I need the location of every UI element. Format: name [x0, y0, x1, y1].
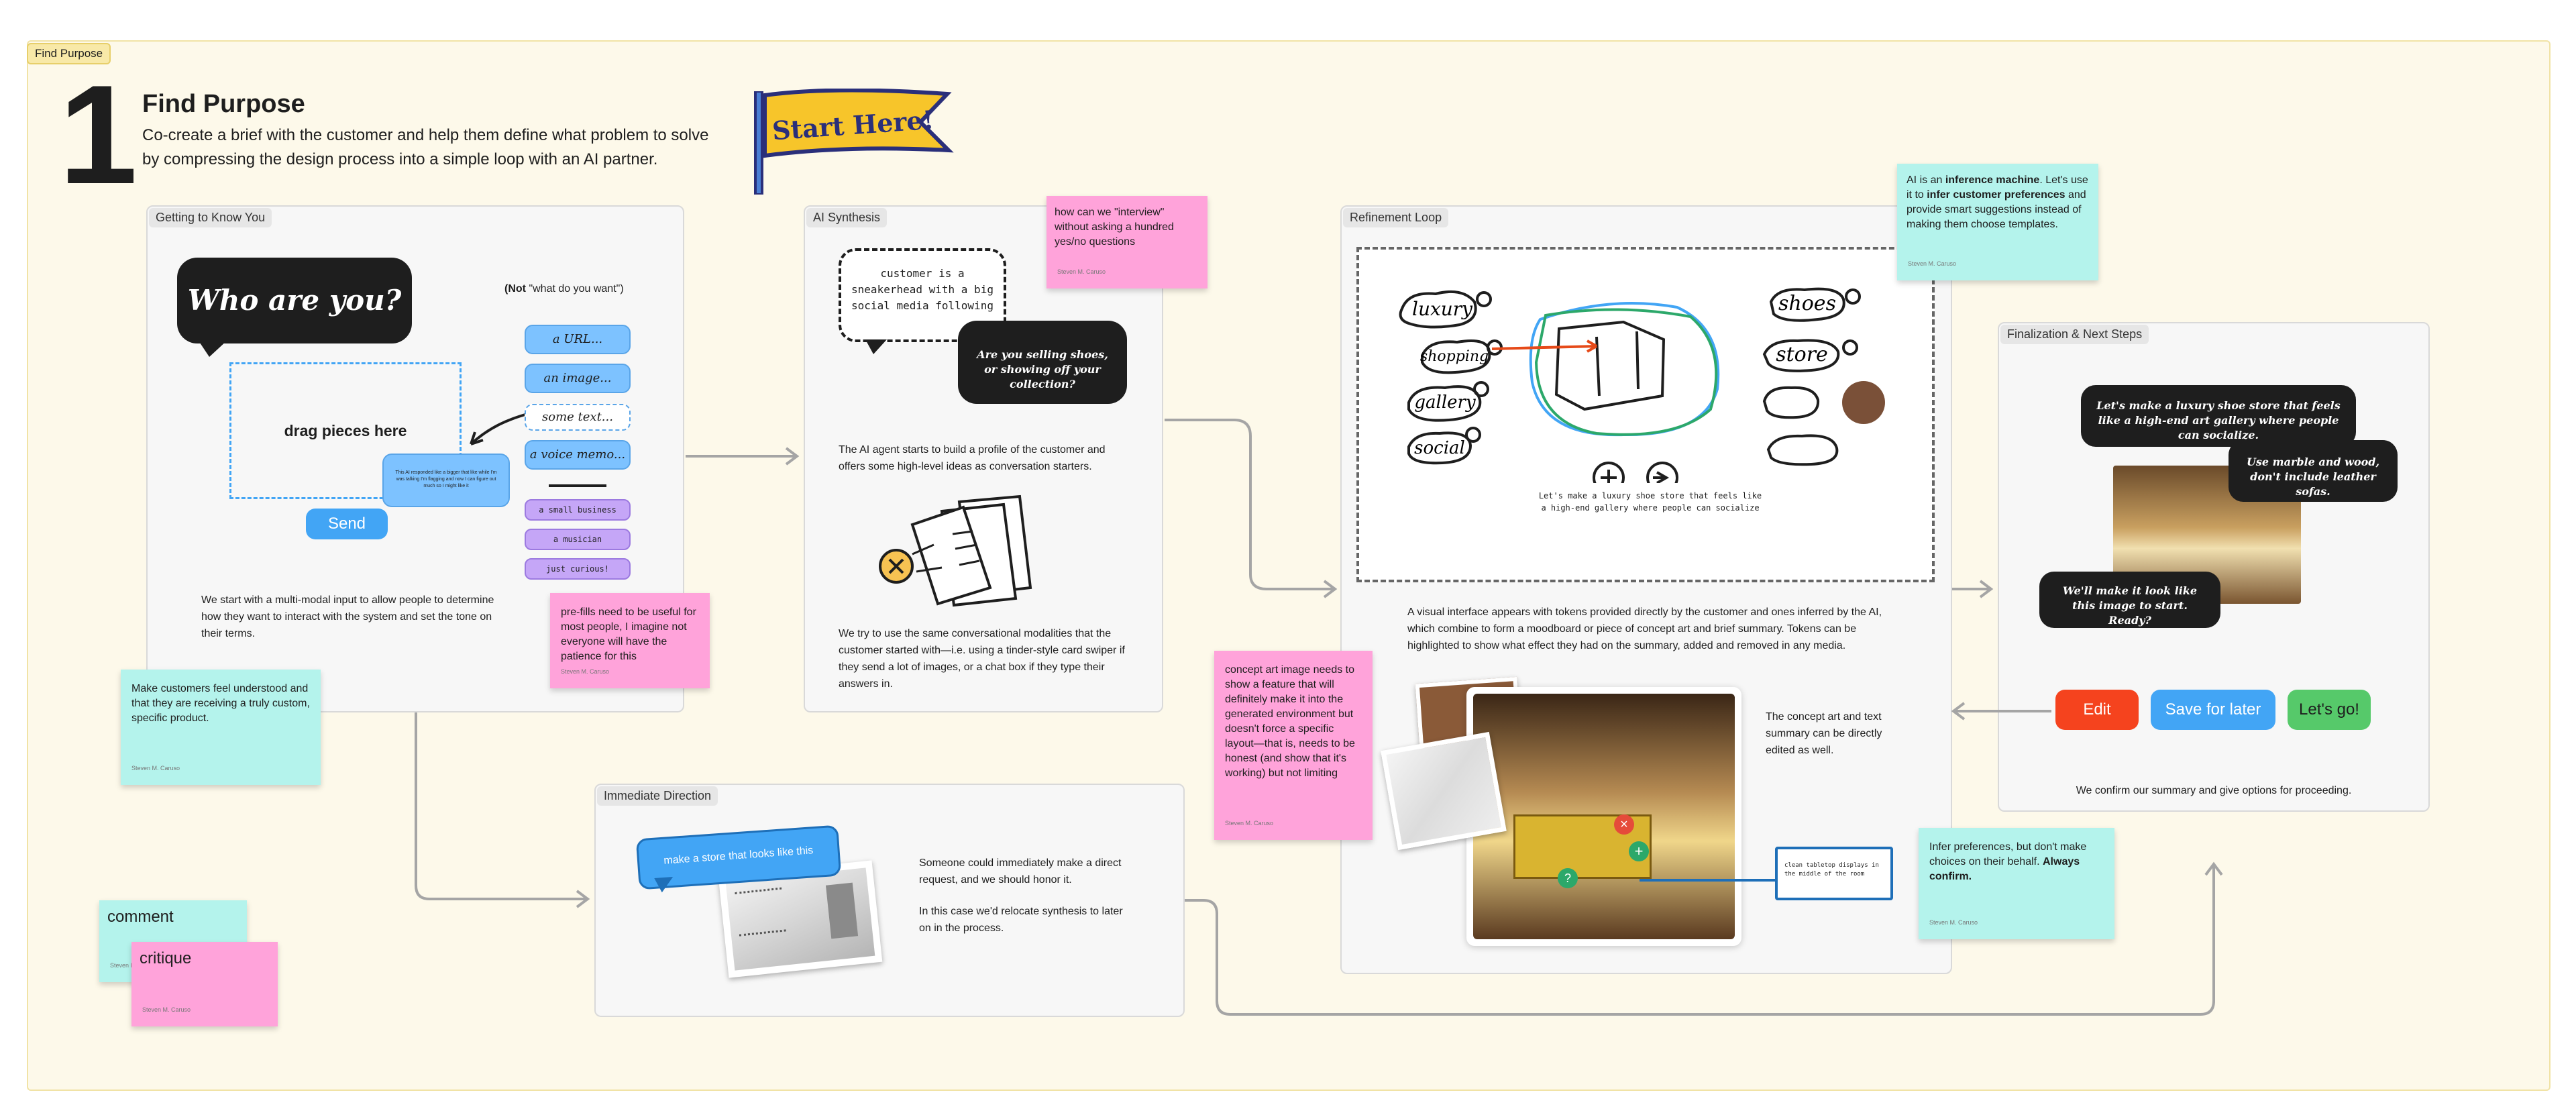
bubble-tail [199, 341, 227, 357]
save-for-later-button[interactable]: Save for later [2151, 690, 2275, 730]
svg-text:shopping: shopping [1420, 348, 1489, 365]
sticky-infer[interactable]: Infer preferences, but don't make choice… [1919, 828, 2114, 939]
synthesis-description-1: The AI agent starts to build a profile o… [839, 444, 1106, 472]
voice-memo-card[interactable]: This AI responded like a bigger that lik… [382, 454, 510, 507]
chip-musician[interactable]: a musician [525, 529, 631, 550]
sticky-inference[interactable]: AI is an inference machine. Let's use it… [1897, 164, 2098, 280]
page-title: Find Purpose [142, 90, 305, 118]
page-description: Co-create a brief with the customer and … [142, 126, 709, 168]
edit-button[interactable]: Edit [2055, 690, 2139, 730]
moodboard-sketch: luxury shopping gallery social shoes sto… [1399, 287, 1885, 483]
svg-text:gallery: gallery [1414, 392, 1476, 413]
card-swiper-sketch-icon [879, 494, 1032, 607]
svg-text:luxury: luxury [1412, 298, 1473, 320]
chip-voice-memo[interactable]: a voice memo... [525, 440, 631, 470]
sticky-critique[interactable]: critique Steven M. Caruso [131, 942, 278, 1026]
question-icon[interactable]: ? [1558, 868, 1578, 888]
remove-token-icon[interactable]: × [1614, 814, 1634, 835]
drop-zone-label: drag pieces here [284, 422, 407, 439]
panel-immediate-direction [594, 784, 1185, 1017]
sticky-text: AI is an inference machine. Let's use it… [1907, 174, 2088, 230]
flag-icon: Start Here! [754, 88, 954, 195]
getting-description: We start with a multi-modal input to all… [201, 594, 494, 639]
callout-line [1640, 879, 1782, 882]
sticky-author: Steven M. Caruso [561, 668, 610, 675]
final-description: We confirm our summary and give options … [2076, 785, 2352, 796]
callout-box[interactable]: clean tabletop displays in the middle of… [1775, 847, 1893, 900]
sticky-interview[interactable]: how can we "interview" without asking a … [1046, 196, 1208, 288]
who-are-you-bubble: Who are you? [177, 258, 412, 343]
summary-bubble-2: Use marble and wood, don't include leath… [2229, 440, 2398, 502]
sticky-text: Make customers feel understood and that … [131, 683, 310, 724]
sticky-text: Infer preferences, but don't make choice… [1929, 841, 2087, 882]
summary-bubble-1: Let's make a luxury shoe store that feel… [2081, 385, 2356, 447]
sticky-author: Steven M. Caruso [1225, 820, 1274, 827]
section-label[interactable]: Find Purpose [27, 43, 111, 64]
panel-tag[interactable]: Finalization & Next Steps [2000, 325, 2149, 344]
start-here-banner: Start Here! [753, 88, 954, 196]
divider [549, 484, 606, 487]
sticky-author: Steven M. Caruso [1929, 919, 1978, 926]
svg-text:store: store [1776, 343, 1828, 366]
sticky-text: pre-fills need to be useful for most peo… [561, 606, 696, 662]
refinement-description-2: The concept art and text summary can be … [1766, 711, 1882, 756]
add-token-icon[interactable]: + [1629, 841, 1649, 861]
chip-url[interactable]: a URL... [525, 325, 631, 354]
sticky-author: Steven M. Caruso [142, 1006, 191, 1013]
refinement-description-1: A visual interface appears with tokens p… [1407, 606, 1882, 651]
sticky-customers[interactable]: Make customers feel understood and that … [121, 670, 321, 785]
sticky-prefills[interactable]: pre-fills need to be useful for most peo… [550, 593, 710, 688]
sticky-text: critique [140, 949, 192, 967]
svg-text:social: social [1414, 438, 1465, 458]
concept-art-card[interactable] [1466, 687, 1741, 946]
who-text: Who are you? [187, 284, 402, 317]
sticky-text: concept art image needs to show a featur… [1225, 664, 1355, 779]
sticky-concept-art[interactable]: concept art image needs to show a featur… [1214, 651, 1373, 840]
sticky-author: Steven M. Caruso [131, 765, 180, 772]
chip-image[interactable]: an image... [525, 364, 631, 393]
chip-small-business[interactable]: a small business [525, 499, 631, 521]
sticky-author: Steven M. Caruso [1908, 260, 1957, 267]
panel-tag[interactable]: Getting to Know You [149, 208, 272, 227]
summary-bubble-3: We'll make it look like this image to st… [2039, 572, 2220, 628]
drag-arrow-icon [470, 412, 531, 445]
svg-text:shoes: shoes [1778, 292, 1836, 315]
sticky-text: how can we "interview" without asking a … [1055, 207, 1174, 248]
panel-tag[interactable]: Refinement Loop [1343, 208, 1449, 227]
immediate-description-2: In this case we'd relocate synthesis to … [919, 906, 1123, 934]
bubble-tail [865, 339, 887, 354]
panel-tag[interactable]: AI Synthesis [806, 208, 888, 227]
step-number: 1 [59, 56, 138, 213]
chip-text[interactable]: some text... [525, 404, 631, 431]
concept-art-image [1473, 694, 1735, 939]
lets-go-button[interactable]: Let's go! [2288, 690, 2371, 730]
moodboard-caption: Let's make a luxury shoe store that feel… [1538, 491, 1762, 513]
drop-zone[interactable]: drag pieces here [229, 362, 462, 499]
chip-just-curious[interactable]: just curious! [525, 558, 631, 580]
not-what-you-want-note: (Not "what do you want") [504, 283, 624, 295]
send-button[interactable]: Send [306, 509, 388, 539]
sticky-text: comment [107, 908, 174, 926]
panel-tag[interactable]: Immediate Direction [597, 786, 718, 806]
immediate-description-1: Someone could immediately make a direct … [919, 857, 1122, 886]
synthesis-description-2: We try to use the same conversational mo… [839, 628, 1125, 690]
sticky-author: Steven M. Caruso [1057, 268, 1106, 275]
ai-question-bubble: Are you selling shoes, or showing off yo… [958, 321, 1127, 404]
